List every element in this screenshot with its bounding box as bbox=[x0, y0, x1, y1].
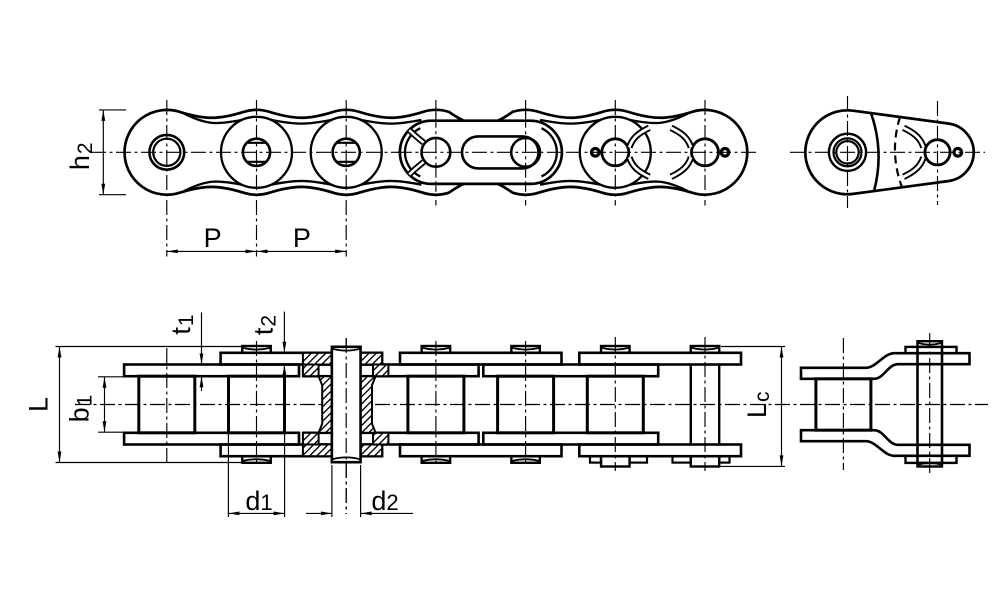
svg-text:P: P bbox=[293, 223, 311, 253]
svg-text:L: L bbox=[24, 397, 54, 412]
svg-text:h2: h2 bbox=[65, 142, 97, 170]
svg-text:d2: d2 bbox=[371, 486, 398, 516]
svg-text:d1: d1 bbox=[245, 486, 272, 516]
svg-text:P: P bbox=[204, 223, 222, 253]
